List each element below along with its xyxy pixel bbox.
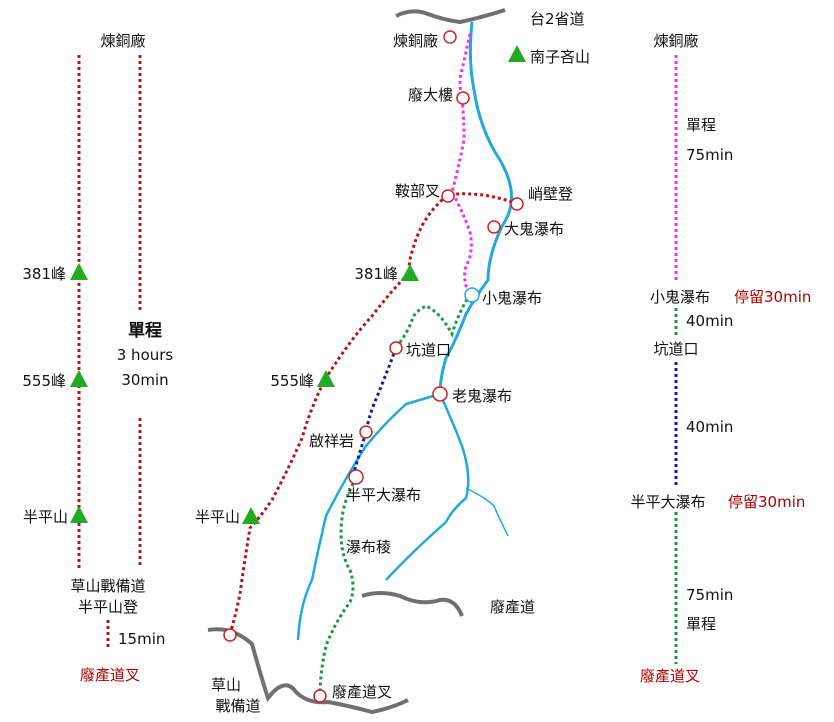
- label-small-ghost-falls: 小鬼瀑布: [482, 289, 542, 307]
- river-tributary-east: [465, 487, 509, 537]
- peak-381-marker: [401, 264, 419, 281]
- label-nanzikeshan: 南子吝山: [530, 48, 590, 66]
- label-big-ghost-falls: 大鬼瀑布: [504, 220, 564, 238]
- peak-banping-marker: [242, 507, 260, 524]
- waypoint-qixiang-rock: [359, 425, 373, 439]
- river-main-lower: [385, 393, 470, 581]
- waypoint-old-ghost-falls: [432, 386, 448, 402]
- left-top-label: 煉銅廠: [100, 32, 145, 50]
- left-peak-555-label: 555峰: [22, 372, 66, 390]
- waypoint-abandoned-fork: [313, 689, 327, 703]
- right-oneway-top: 單程: [686, 116, 716, 134]
- label-caoshan-line2: 戰備道: [215, 697, 260, 715]
- magenta-valley-trail: [450, 33, 473, 295]
- right-top-label: 煉銅廠: [653, 32, 698, 50]
- left-road-label-line1: 草山戰備道: [70, 577, 145, 595]
- road-tai2: [395, 8, 506, 25]
- left-road-label-line2: 半平山登: [78, 598, 138, 616]
- right-route-diagram: 煉銅廠 單程 75min 小鬼瀑布 停留30min 40min 坑道口 40mi…: [630, 32, 811, 685]
- left-road-segment-time: 15min: [118, 630, 165, 648]
- label-road-tai2: 台2省道: [530, 10, 585, 28]
- river-main-upper: [438, 21, 513, 395]
- label-abandoned-building: 廢大樓: [408, 86, 453, 104]
- label-anbu-fork: 鞍部叉: [395, 182, 440, 200]
- peak-nanzikeshan-marker: [508, 45, 526, 62]
- label-banping-falls: 半平大瀑布: [346, 486, 421, 504]
- label-falls-ridge: 瀑布稜: [346, 538, 391, 556]
- road-abandoned: [361, 591, 464, 617]
- label-peak-381: 381峰: [354, 265, 398, 283]
- blue-trail: [351, 347, 398, 480]
- waypoint-refinery: [443, 30, 457, 44]
- label-refinery: 煉銅廠: [393, 32, 438, 50]
- left-peak-381-label: 381峰: [22, 265, 66, 283]
- waypoint-tunnel-entrance: [389, 341, 403, 355]
- label-cliff-climb: 峭壁登: [528, 185, 573, 203]
- left-route-diagram: 煉銅廠 381峰 555峰 半平山 單程 3 hours 30min 草山戰備道…: [22, 32, 173, 684]
- right-time-4: 75min: [686, 586, 733, 604]
- right-stop-1: 停留30min: [734, 288, 811, 306]
- label-abandoned-fork: 廢產道叉: [332, 683, 392, 701]
- left-peak-banping-marker: [70, 506, 88, 523]
- right-oneway-bottom: 單程: [686, 615, 716, 633]
- label-old-ghost-falls: 老鬼瀑布: [452, 387, 512, 405]
- right-banping-falls: 半平大瀑布: [630, 493, 705, 511]
- green-trail-lower: [318, 477, 358, 697]
- right-bottom-label: 廢產道叉: [640, 667, 700, 685]
- center-map: 台2省道 煉銅廠 南子吝山 廢大樓 鞍部叉 峭壁登 大鬼瀑布 381峰 小鬼瀑布…: [195, 8, 590, 715]
- waypoint-abandoned-building: [456, 91, 470, 105]
- label-caoshan-line1: 草山: [211, 676, 241, 694]
- right-time-2: 40min: [686, 312, 733, 330]
- right-stop-2: 停留30min: [728, 493, 805, 511]
- waypoint-banping-falls: [348, 469, 364, 485]
- right-tunnel-entrance: 坑道口: [653, 340, 698, 358]
- left-peak-555-marker: [70, 370, 88, 387]
- green-trail-upper: [394, 293, 472, 349]
- waypoint-small-ghost-falls: [464, 287, 480, 303]
- right-small-ghost-falls: 小鬼瀑布: [650, 288, 710, 306]
- red-ridge-trail: [228, 192, 519, 635]
- left-duration-title: 單程: [128, 321, 162, 341]
- label-peak-555: 555峰: [270, 372, 314, 390]
- left-peak-381-marker: [70, 263, 88, 280]
- label-qixiang-rock: 啟祥岩: [309, 432, 354, 450]
- label-peak-banping: 半平山: [195, 508, 240, 526]
- left-peak-banping-label: 半平山: [23, 508, 68, 526]
- waypoint-caoshan-trailhead: [223, 628, 237, 642]
- road-caoshan: [207, 627, 409, 715]
- river-west-branch: [296, 392, 441, 641]
- left-bottom-label: 廢產道叉: [80, 666, 140, 684]
- waypoint-big-ghost-falls: [487, 220, 501, 234]
- waypoint-cliff-climb: [510, 197, 524, 211]
- left-duration-min: 30min: [121, 371, 168, 389]
- left-duration-hours: 3 hours: [117, 346, 174, 364]
- right-time-top: 75min: [686, 146, 733, 164]
- right-time-3: 40min: [686, 418, 733, 436]
- waypoint-anbu-fork: [441, 189, 455, 203]
- label-abandoned-road: 廢產道: [490, 598, 535, 616]
- peak-555-marker: [317, 370, 335, 387]
- label-tunnel-entrance: 坑道口: [406, 341, 451, 359]
